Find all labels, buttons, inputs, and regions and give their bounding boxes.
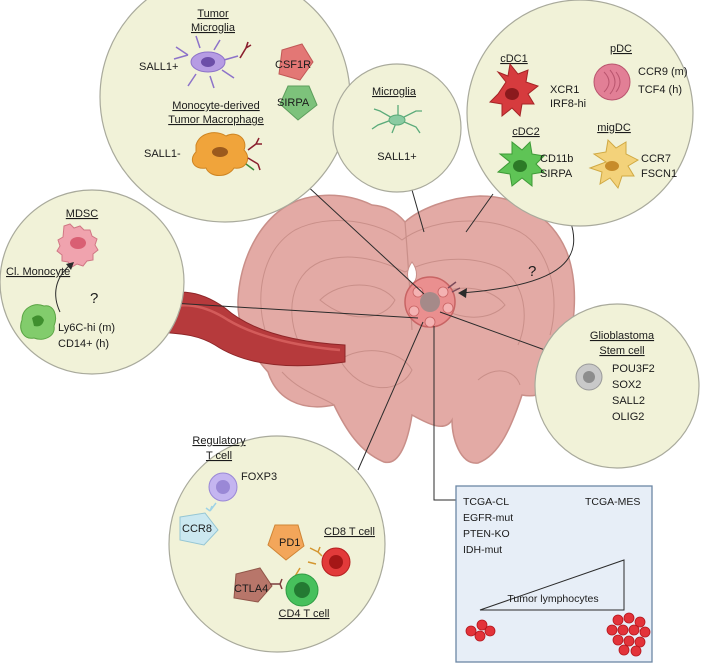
dc-question-mark: ?	[528, 263, 536, 280]
pdc-marker-1: CCR9 (m)	[638, 66, 688, 78]
cdc2-marker-1: CD11b	[540, 153, 573, 165]
ccr8-label: CCR8	[182, 523, 212, 535]
dendritic-cell-panel: cDC1 XCR1 IRF8-hi pDC CCR9 (m) TCF4 (h) …	[466, 0, 694, 227]
connectors	[121, 169, 575, 501]
pdc-cell-icon	[593, 63, 631, 101]
subtype-line-3: PTEN-KO	[463, 528, 510, 540]
lymphocytes-many	[606, 612, 651, 657]
ctla4-label: CTLA4	[234, 583, 268, 595]
cdc1-marker-1: XCR1	[550, 84, 579, 96]
macrophage-marker: SALL1-	[144, 148, 181, 160]
stem-marker-2: SOX2	[612, 379, 641, 391]
lymphocyte-axis-label: Tumor lymphocytes	[507, 593, 598, 605]
migdc-marker-1: CCR7	[641, 153, 671, 165]
subtype-line-2: EGFR-mut	[463, 512, 513, 524]
mdsc-question-mark: ?	[90, 290, 98, 307]
foxp3-label: FOXP3	[241, 471, 277, 483]
microglia-panel: Microglia SALL1+	[332, 63, 462, 193]
treg-title-1: Regulatory	[192, 435, 246, 447]
pd1-label: PD1	[279, 537, 300, 549]
stem-title-1: Glioblastoma	[590, 330, 655, 342]
macrophage-title-2: Tumor Macrophage	[168, 114, 264, 126]
pd1-icon	[267, 524, 305, 561]
stem-title-2: Stem cell	[599, 345, 644, 357]
ccr8-icon	[179, 512, 219, 546]
treg-title-2: T cell	[206, 450, 232, 462]
subtype-mes-label: TCGA-MES	[585, 496, 640, 508]
microglia-marker: SALL1+	[377, 151, 416, 163]
tumor	[404, 276, 461, 328]
cdc2-marker-2: SIRPA	[540, 168, 573, 180]
microglia-cell-icon	[371, 105, 422, 134]
ctla4-icon	[233, 567, 273, 603]
stem-marker-4: OLIG2	[612, 411, 644, 423]
sirpa-receptor-icon	[279, 85, 318, 121]
migdc-title: migDC	[597, 122, 631, 134]
cdc2-title: cDC2	[512, 126, 540, 138]
tumor-microglia-panel: Tumor Microglia SALL1+ CSF1R SIRPA Monoc…	[99, 0, 351, 223]
migdc-marker-2: FSCN1	[641, 168, 677, 180]
subtype-line-4: IDH-mut	[463, 544, 502, 556]
pdc-marker-2: TCF4 (h)	[638, 84, 682, 96]
cd4-title: CD4 T cell	[279, 608, 330, 620]
cdc1-title: cDC1	[500, 53, 528, 65]
macrophage-title-1: Monocyte-derived	[172, 100, 259, 112]
tumor-microglia-title-1: Tumor	[197, 8, 229, 20]
tumor-microglia-title-2: Microglia	[191, 22, 236, 34]
mouse-brain	[237, 194, 576, 464]
t-cell-panel: Regulatory T cell FOXP3 CCR8 PD1 CD8 T c…	[168, 435, 386, 653]
pdc-title: pDC	[610, 43, 632, 55]
microglia-title: Microglia	[372, 86, 417, 98]
tumor-microglia-marker: SALL1+	[139, 61, 178, 73]
cdc1-marker-2: IRF8-hi	[550, 98, 586, 110]
subtype-box: TCGA-CL EGFR-mut PTEN-KO IDH-mut TCGA-ME…	[455, 485, 653, 663]
monocyte-marker-1: Ly6C-hi (m)	[58, 322, 115, 334]
monocyte-title: Cl. Monocyte	[6, 266, 70, 278]
stem-cell-panel: Glioblastoma Stem cell POU3F2 SOX2 SALL2…	[534, 303, 700, 469]
monocyte-marker-2: CD14+ (h)	[58, 338, 109, 350]
csf1r-label: CSF1R	[275, 59, 311, 71]
tumor-microglia-cell-icon	[173, 35, 239, 89]
stem-marker-3: SALL2	[612, 395, 645, 407]
arrow-head	[458, 288, 467, 298]
stem-marker-1: POU3F2	[612, 363, 655, 375]
monocyte-panel: MDSC ? Cl. Monocyte Ly6C-hi (m) CD14+ (h…	[0, 189, 185, 375]
lymphocytes-few	[465, 619, 496, 642]
sirpa-receptor-label: SIRPA	[277, 97, 310, 109]
lymphocyte-gradient-wedge	[479, 559, 625, 611]
csf1r-icon	[278, 43, 314, 81]
cd8-title: CD8 T cell	[324, 526, 375, 538]
mdsc-title: MDSC	[66, 208, 98, 220]
subtype-line-1: TCGA-CL	[463, 496, 509, 508]
